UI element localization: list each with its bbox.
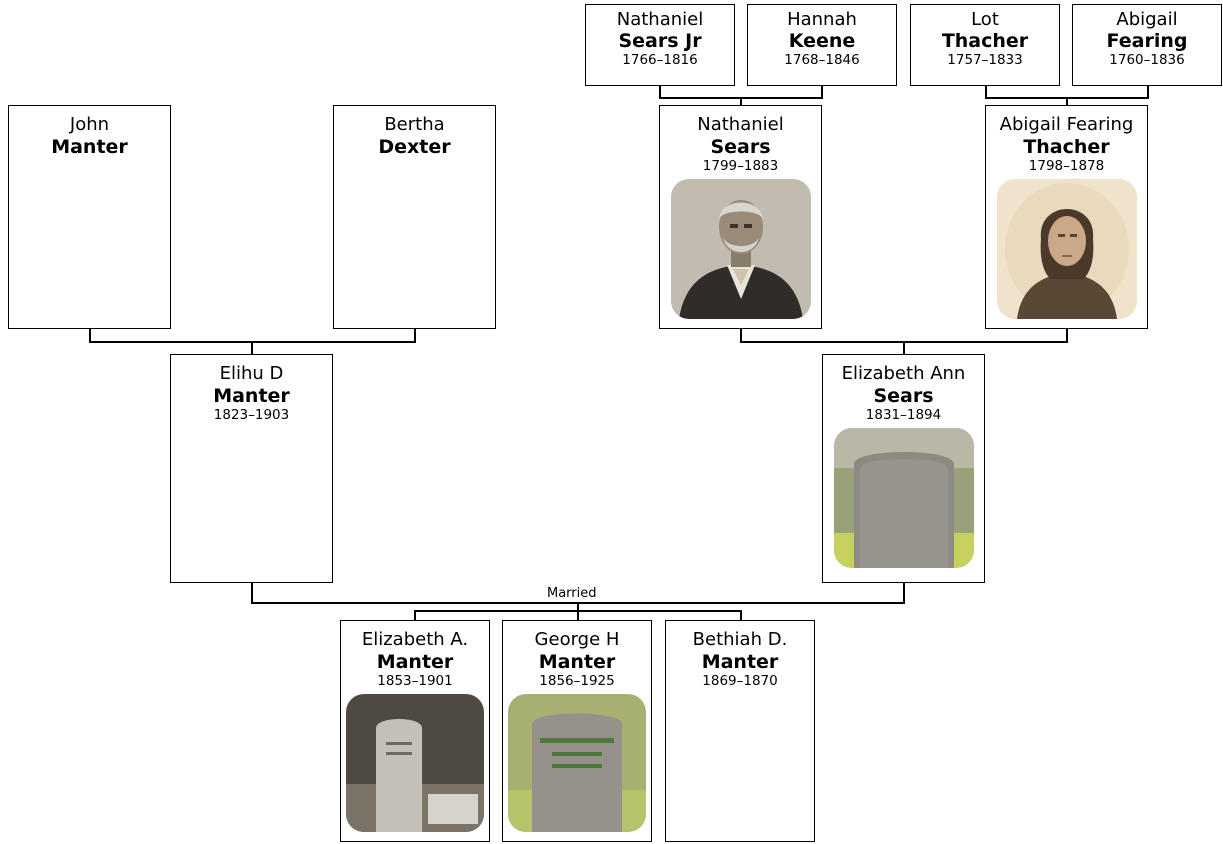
connector-line — [414, 610, 416, 620]
person-card-lot-thacher[interactable]: Lot Thacher 1757–1833 — [910, 4, 1060, 86]
given-name: Abigail Fearing — [999, 114, 1134, 135]
gravestone-photo[interactable] — [833, 428, 974, 568]
connector-line — [985, 85, 987, 98]
portrait-photo[interactable] — [670, 179, 811, 319]
connector-line — [740, 610, 742, 620]
connector-line — [577, 602, 579, 612]
connector-line — [659, 85, 661, 98]
surname: Sears — [873, 385, 934, 407]
life-dates: 1766–1816 — [622, 52, 698, 68]
life-dates: 1856–1925 — [539, 673, 615, 689]
given-name: Elizabeth A. — [361, 629, 469, 650]
life-dates: 1831–1894 — [865, 407, 942, 423]
connector-line — [1066, 97, 1068, 106]
surname: Manter — [701, 651, 779, 673]
person-card-john-manter[interactable]: John Manter — [8, 105, 171, 329]
given-name: George H — [534, 629, 620, 650]
connector-line — [903, 341, 905, 355]
surname: Fearing — [1106, 30, 1188, 52]
surname: Thacher — [941, 30, 1029, 52]
life-dates: 1823–1903 — [213, 407, 290, 423]
life-dates: 1760–1836 — [1109, 52, 1185, 68]
gravestone-photo[interactable] — [508, 694, 646, 832]
married-label: Married — [547, 586, 597, 601]
person-card-elizabeth-ann-sears[interactable]: Elizabeth Ann Sears 1831–1894 — [822, 354, 985, 583]
person-card-bethiah-d-manter[interactable]: Bethiah D. Manter 1869–1870 — [665, 620, 815, 842]
person-card-abigail-fearing[interactable]: Abigail Fearing 1760–1836 — [1072, 4, 1222, 86]
person-card-elihu-manter[interactable]: Elihu D Manter 1823–1903 — [170, 354, 333, 583]
portrait-photo[interactable] — [996, 179, 1137, 319]
connector-line — [577, 610, 579, 620]
person-card-nathaniel-sears-jr[interactable]: Nathaniel Sears Jr 1766–1816 — [585, 4, 735, 86]
surname: Manter — [213, 385, 290, 407]
given-name: Elihu D — [219, 363, 284, 384]
given-name: Hannah — [787, 9, 857, 30]
surname: Thacher — [1023, 136, 1110, 158]
surname: Sears — [710, 136, 771, 158]
connector-line — [1147, 85, 1149, 98]
surname: Keene — [788, 30, 856, 52]
connector-line — [903, 582, 905, 604]
given-name: Abigail — [1116, 9, 1178, 30]
life-dates: 1853–1901 — [377, 673, 453, 689]
given-name: Elizabeth Ann — [841, 363, 966, 384]
connector-line — [740, 97, 742, 106]
person-card-hannah-keene[interactable]: Hannah Keene 1768–1846 — [747, 4, 897, 86]
given-name: Nathaniel — [697, 114, 784, 135]
surname: Manter — [538, 651, 616, 673]
gravestone-photo[interactable] — [346, 694, 484, 832]
person-card-elizabeth-a-manter[interactable]: Elizabeth A. Manter 1853–1901 — [340, 620, 490, 842]
surname: Manter — [51, 136, 128, 158]
surname: Dexter — [378, 136, 451, 158]
connector-line — [821, 85, 823, 98]
life-dates: 1869–1870 — [702, 673, 778, 689]
person-card-nathaniel-sears[interactable]: Nathaniel Sears 1799–1883 — [659, 105, 822, 329]
given-name: Nathaniel — [616, 9, 704, 30]
connector-line — [89, 328, 91, 342]
life-dates: 1768–1846 — [784, 52, 860, 68]
life-dates: 1799–1883 — [702, 158, 779, 174]
life-dates: 1798–1878 — [1028, 158, 1105, 174]
person-card-bertha-dexter[interactable]: Bertha Dexter — [333, 105, 496, 329]
surname: Manter — [376, 651, 454, 673]
connector-line — [1066, 328, 1068, 342]
given-name: Bethiah D. — [692, 629, 788, 650]
connector-line — [414, 328, 416, 342]
life-dates: 1757–1833 — [947, 52, 1023, 68]
connector-line — [740, 328, 742, 342]
given-name: Bertha — [384, 114, 445, 135]
connector-line — [251, 341, 253, 355]
surname: Sears Jr — [618, 30, 702, 52]
connector-line — [251, 582, 253, 604]
person-card-george-h-manter[interactable]: George H Manter 1856–1925 — [502, 620, 652, 842]
given-name: Lot — [971, 9, 999, 30]
given-name: John — [69, 114, 110, 135]
person-card-abigail-fearing-thacher[interactable]: Abigail Fearing Thacher 1798–1878 — [985, 105, 1148, 329]
